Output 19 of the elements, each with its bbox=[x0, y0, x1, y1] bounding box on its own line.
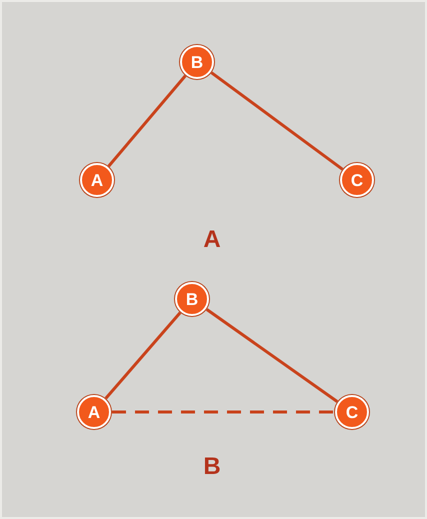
node-circle bbox=[180, 45, 214, 79]
node-letter: A bbox=[90, 172, 104, 188]
node-circle bbox=[335, 395, 369, 429]
node-circle bbox=[340, 163, 374, 197]
connector-line bbox=[104, 312, 182, 400]
node-letter: B bbox=[186, 290, 198, 308]
connector-line bbox=[107, 74, 187, 168]
node-letter: C bbox=[346, 404, 358, 420]
node-circle bbox=[80, 163, 114, 197]
node-circle bbox=[175, 282, 209, 316]
diagram-label: B bbox=[203, 455, 221, 479]
dashed-connector-line bbox=[112, 410, 334, 414]
node-letter: A bbox=[88, 404, 100, 420]
node-letter: B bbox=[190, 54, 204, 70]
connector-line bbox=[206, 308, 338, 403]
diagram-label: A bbox=[203, 228, 221, 252]
node-circle bbox=[77, 395, 111, 429]
node-letter: C bbox=[350, 172, 364, 188]
connector-line bbox=[210, 71, 344, 171]
